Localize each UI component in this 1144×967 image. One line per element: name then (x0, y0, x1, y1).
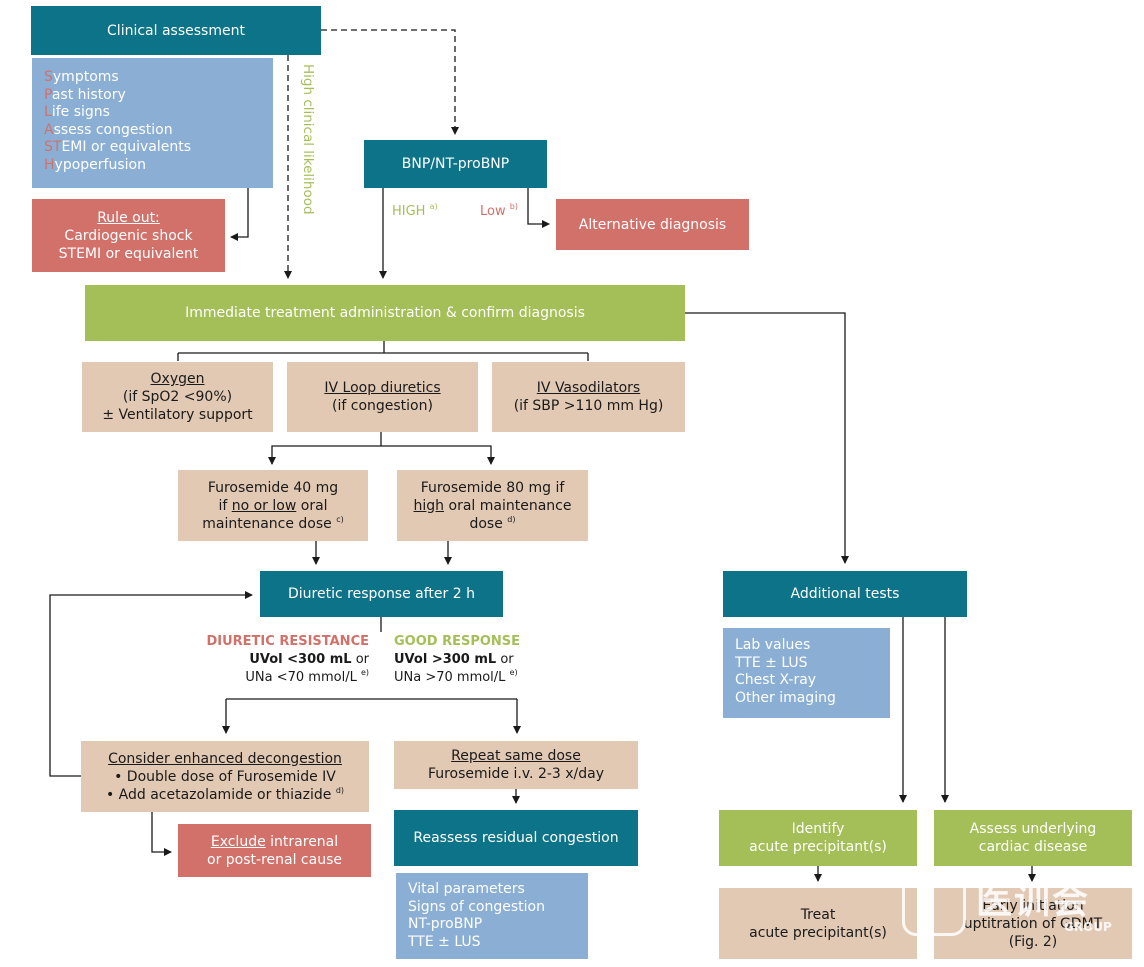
checklist-item: Vital parameters (408, 881, 525, 897)
furosemide-high-line: dose d) (469, 514, 516, 532)
oxygen-line: ± Ventilatory support (102, 407, 253, 423)
furosemide-high-line: Furosemide 80 mg if (420, 479, 565, 496)
enhanced-decongestion-title: Consider enhanced decongestion (108, 750, 342, 767)
bnp-title: BNP/NT-proBNP (401, 156, 510, 172)
assess-cardiac-disease-line: Assess underlying (969, 821, 1097, 837)
iv-vasodilators-line: (if SBP >110 mm Hg) (513, 398, 664, 414)
early-gdmt-line: Early initiation (982, 897, 1084, 914)
identify-precipitant-box: Identify acute precipitant(s) (719, 810, 917, 866)
checklist-item: Past history (44, 86, 126, 103)
treat-precipitant-line: Treat (800, 906, 836, 923)
clinical-assessment-box: Clinical assessment (31, 6, 321, 55)
checklist-item: Chest X-ray (735, 672, 817, 688)
good-response-una: UNa >70 mmol/L e) (394, 668, 518, 686)
additional-tests-title: Additional tests (790, 586, 900, 602)
oxygen-box: Oxygen (if SpO2 <90%) ± Ventilatory supp… (82, 362, 273, 432)
alternative-diagnosis-box: Alternative diagnosis (556, 199, 749, 250)
checklist-item: TTE ± LUS (408, 933, 481, 950)
checklist-item: TTE ± LUS (735, 654, 808, 671)
exclude-cause-box: Exclude intrarenal or post-renal cause (178, 824, 371, 877)
oxygen-title: Oxygen (150, 371, 205, 387)
furosemide-high-line: high oral maintenance (413, 497, 572, 514)
reassess-congestion-title: Reassess residual congestion (413, 830, 619, 846)
furosemide-low-line: maintenance dose c) (202, 514, 344, 532)
good-response-uvol: UVol >300 mL or (394, 652, 514, 667)
diuretic-resistance-uvol: UVol <300 mL or (249, 652, 369, 667)
watermark-text: 医训会 (976, 881, 1091, 922)
clinical-assessment-title: Clinical assessment (107, 22, 245, 39)
early-gdmt-line: uptitration of GDMT (963, 915, 1103, 932)
enhanced-decongestion-item: • Double dose of Furosemide IV (114, 768, 336, 785)
checklist-item: Symptoms (44, 69, 119, 85)
iv-vasodilators-box: IV Vasodilators (if SBP >110 mm Hg) (492, 362, 685, 432)
checklist-item: Hypoperfusion (44, 156, 146, 173)
identify-precipitant-line: acute precipitant(s) (749, 839, 887, 855)
rule-out-line: STEMI or equivalent (58, 245, 199, 262)
repeat-dose-title: Repeat same dose (451, 748, 581, 764)
additional-tests-box: Additional tests (723, 571, 967, 617)
diuretic-resistance-una: UNa <70 mmol/L e) (245, 668, 369, 686)
immediate-treatment-box: Immediate treatment administration & con… (85, 285, 685, 341)
repeat-dose-box: Repeat same dose Furosemide i.v. 2-3 x/d… (394, 741, 638, 789)
checklist-item: Other imaging (735, 689, 836, 706)
identify-precipitant-line: Identify (791, 821, 845, 837)
splits-checklist: Symptoms Past history Life signs Assess … (32, 58, 273, 188)
enhanced-decongestion-item: • Add acetazolamide or thiazide d) (105, 785, 345, 803)
rule-out-line: Cardiogenic shock (64, 227, 193, 244)
treat-precipitant-line: acute precipitant(s) (749, 924, 887, 941)
reassess-congestion-box: Reassess residual congestion (394, 810, 638, 866)
rule-out-box: Rule out: Cardiogenic shock STEMI or equ… (32, 199, 225, 272)
iv-loop-diuretics-title: IV Loop diuretics (324, 380, 441, 396)
diuretic-response-box: Diuretic response after 2 h (260, 571, 503, 617)
watermark-logo-icon (902, 872, 966, 936)
alternative-diagnosis-label: Alternative diagnosis (578, 216, 727, 233)
diuretic-response-title: Diuretic response after 2 h (288, 586, 475, 602)
additional-tests-checklist: Lab values TTE ± LUS Chest X-ray Other i… (723, 628, 890, 718)
iv-vasodilators-title: IV Vasodilators (536, 380, 641, 396)
early-gdmt-line: (Fig. 2) (1008, 933, 1058, 950)
furosemide-low-box: Furosemide 40 mg if no or low oral maint… (178, 470, 368, 541)
assess-cardiac-disease-box: Assess underlying cardiac disease (934, 810, 1132, 866)
furosemide-low-line: if no or low oral (218, 497, 328, 514)
bnp-box: BNP/NT-proBNP (364, 140, 547, 188)
exclude-cause-line: Exclude intrarenal (210, 833, 339, 850)
oxygen-line: (if SpO2 <90%) (122, 389, 233, 405)
checklist-item: Assess congestion (44, 121, 173, 138)
repeat-dose-line: Furosemide i.v. 2-3 x/day (427, 766, 605, 782)
furosemide-low-line: Furosemide 40 mg (207, 479, 339, 496)
assess-cardiac-disease-line: cardiac disease (978, 839, 1088, 855)
bnp-high-label: HIGH a) (392, 202, 438, 220)
iv-loop-diuretics-line: (if congestion) (332, 398, 433, 414)
rule-out-title: Rule out: (97, 209, 160, 226)
immediate-treatment-title: Immediate treatment administration & con… (185, 305, 585, 321)
checklist-item: Signs of congestion (408, 898, 545, 915)
treat-precipitant-box: Treat acute precipitant(s) (719, 888, 917, 959)
furosemide-high-box: Furosemide 80 mg if high oral maintenanc… (397, 470, 588, 541)
high-clinical-likelihood-label: High clinical likelihood (300, 64, 316, 215)
diuretic-resistance-criteria: DIURETIC RESISTANCE UVol <300 mL or UNa … (170, 633, 369, 687)
checklist-item: STEMI or equivalents (44, 139, 192, 155)
checklist-item: NT-proBNP (408, 916, 483, 932)
watermark-subtext: GROUP (1064, 920, 1112, 934)
good-response-criteria: GOOD RESPONSE UVol >300 mL or UNa >70 mm… (394, 633, 520, 687)
enhanced-decongestion-box: Consider enhanced decongestion • Double … (81, 741, 369, 812)
checklist-item: Lab values (735, 637, 811, 653)
checklist-item: Life signs (44, 104, 110, 120)
good-response-heading: GOOD RESPONSE (394, 634, 521, 649)
exclude-cause-line: or post-renal cause (207, 851, 342, 868)
early-gdmt-box: Early initiation uptitration of GDMT (Fi… (934, 888, 1132, 959)
diuretic-resistance-heading: DIURETIC RESISTANCE (206, 634, 369, 649)
reassess-checklist: Vital parameters Signs of congestion NT-… (396, 873, 588, 959)
bnp-low-label: Low b) (480, 202, 518, 220)
iv-loop-diuretics-box: IV Loop diuretics (if congestion) (287, 362, 478, 432)
